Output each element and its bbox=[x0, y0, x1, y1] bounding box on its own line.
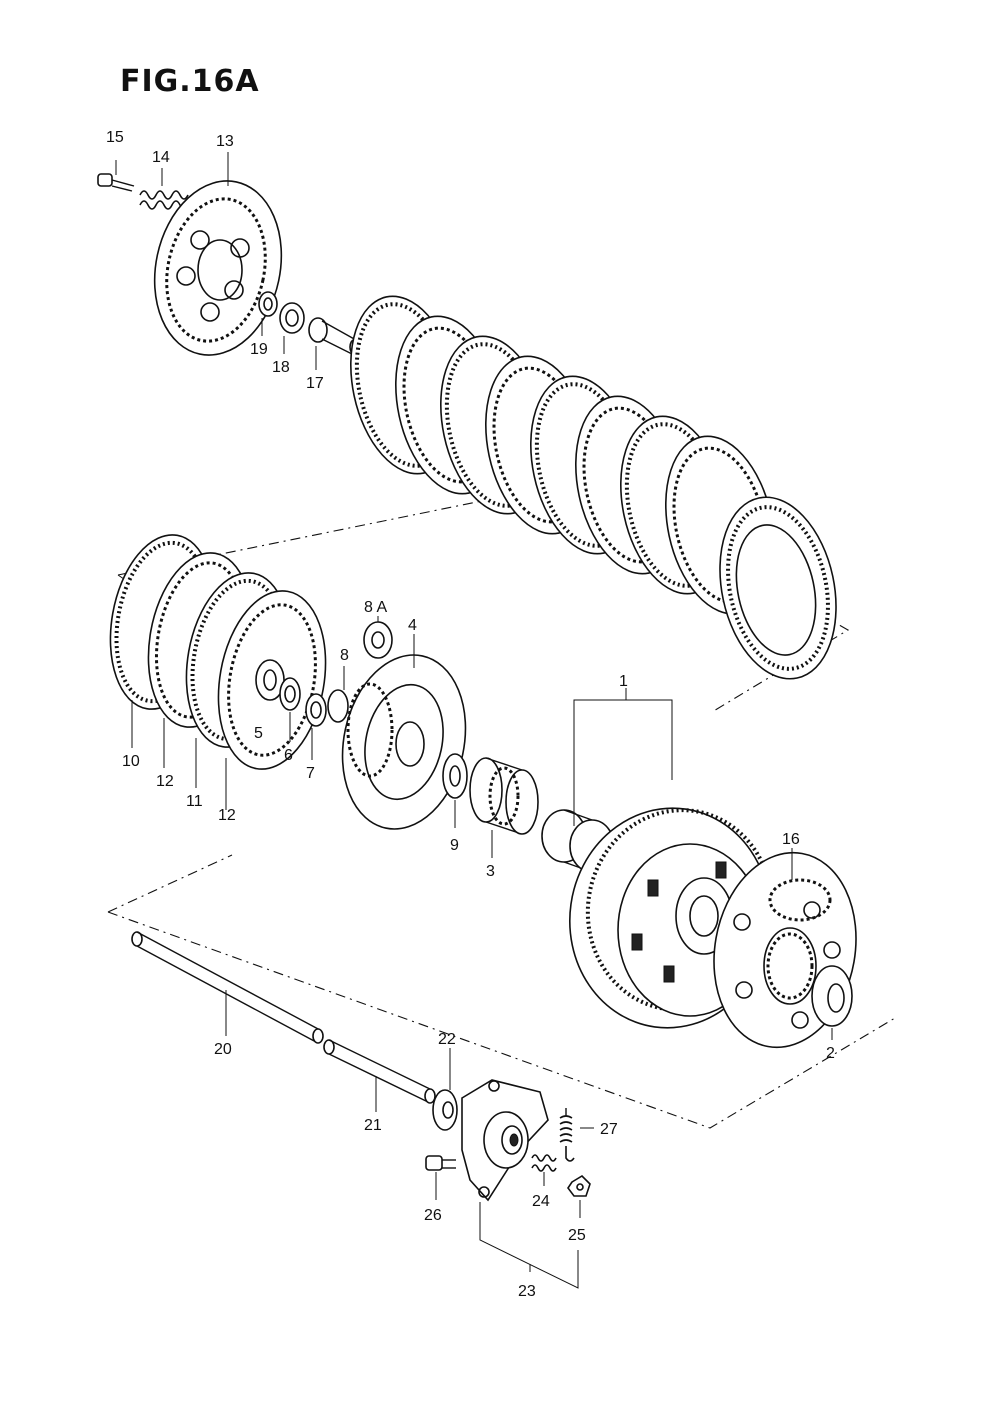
assembly-frame-lower bbox=[107, 854, 896, 1129]
part-7-seat bbox=[305, 693, 327, 760]
part-19-washer bbox=[258, 291, 278, 336]
callout-21: 21 bbox=[364, 1117, 382, 1134]
callout-2: 2 bbox=[826, 1045, 835, 1062]
callout-1: 1 bbox=[619, 673, 628, 690]
callout-8a: 8 A bbox=[364, 599, 387, 616]
callout-14: 14 bbox=[152, 149, 170, 166]
callout-9: 9 bbox=[450, 837, 459, 854]
part-18-bearing bbox=[279, 302, 305, 354]
callout-labels: 1 2 3 4 5 6 7 8 8 A 9 10 11 12 12 13 14 … bbox=[106, 129, 835, 1300]
part-3-needle-bearing bbox=[469, 757, 539, 858]
callout-3: 3 bbox=[486, 863, 495, 880]
callout-18: 18 bbox=[272, 359, 290, 376]
part-26-bolt bbox=[425, 1155, 456, 1200]
part-8-nut bbox=[327, 666, 349, 723]
part-6-spring-washer bbox=[279, 677, 301, 742]
part-24-screw bbox=[531, 1154, 557, 1186]
callout-25: 25 bbox=[568, 1227, 586, 1244]
callout-12a: 12 bbox=[156, 773, 174, 790]
callout-22: 22 bbox=[438, 1031, 456, 1048]
callout-12b: 12 bbox=[218, 807, 236, 824]
part-15-bolt bbox=[97, 160, 135, 192]
callout-23: 23 bbox=[518, 1283, 536, 1300]
clutch-plate-stack bbox=[350, 295, 837, 680]
part-4-sleeve-hub bbox=[341, 634, 467, 830]
callout-20: 20 bbox=[214, 1041, 232, 1058]
part-23-release-assembly bbox=[461, 1079, 579, 1289]
callout-7: 7 bbox=[306, 765, 315, 782]
part-22-washer bbox=[432, 1048, 458, 1131]
part-20-push-rod bbox=[131, 931, 324, 1044]
callout-13: 13 bbox=[216, 133, 234, 150]
callout-16: 16 bbox=[782, 831, 800, 848]
callout-17: 17 bbox=[306, 375, 324, 392]
part-14-spring bbox=[139, 168, 189, 210]
part-9-washer bbox=[442, 753, 468, 828]
part-2-thrust-washer bbox=[811, 965, 853, 1040]
part-25-nut bbox=[567, 1174, 591, 1218]
part-13-pressure-plate bbox=[153, 152, 283, 356]
callout-19: 19 bbox=[250, 341, 268, 358]
callout-5: 5 bbox=[254, 725, 263, 742]
part-8a-lock-washer bbox=[363, 616, 393, 659]
part-21-push-rod bbox=[323, 1039, 436, 1112]
callout-27: 27 bbox=[600, 1121, 618, 1138]
callout-24: 24 bbox=[532, 1193, 550, 1210]
callout-26: 26 bbox=[424, 1207, 442, 1224]
figure-title: FIG.16A bbox=[120, 64, 260, 99]
callout-8: 8 bbox=[340, 647, 349, 664]
callout-15: 15 bbox=[106, 129, 124, 146]
part-27-spring bbox=[559, 1108, 594, 1162]
callout-4: 4 bbox=[408, 617, 417, 634]
callout-6: 6 bbox=[284, 747, 293, 764]
callout-11: 11 bbox=[186, 793, 203, 810]
part-5-washer bbox=[255, 659, 285, 701]
callout-10: 10 bbox=[122, 753, 140, 770]
